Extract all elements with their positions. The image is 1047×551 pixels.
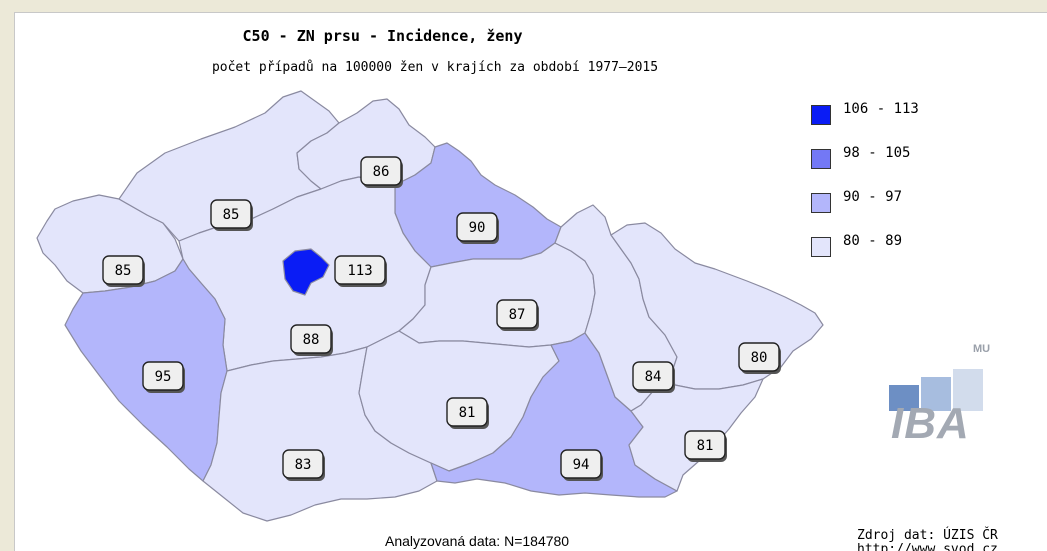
region-value-badge: 85: [102, 255, 145, 287]
logo-mu-text: MU: [973, 343, 991, 355]
region-jihocesky[interactable]: [202, 346, 438, 522]
choropleth-map: 85 85 86 90 113 88 87 95 83 81 94 84 80 81: [36, 90, 824, 522]
region-value-badge: 80: [738, 342, 781, 374]
region-value-label: 90: [469, 220, 486, 236]
badge-box: [290, 324, 332, 354]
data-source: Zdroj dat: ÚZIS ČR http://www.svod.cz: [857, 529, 998, 551]
region-karlovarsky[interactable]: [36, 194, 184, 294]
source-url: http://www.svod.cz: [857, 542, 998, 551]
badge-box: [456, 212, 498, 242]
region-value-badge: 94: [560, 449, 603, 481]
badge-box: [360, 156, 402, 186]
badge-box: [684, 430, 726, 460]
region-value-badge: 85: [210, 199, 253, 231]
region-value-label: 86: [373, 164, 390, 180]
region-value-label: 84: [645, 369, 662, 385]
region-value-badge: 81: [446, 397, 489, 429]
region-value-badge: 90: [456, 212, 499, 244]
badge-box: [102, 255, 144, 285]
region-value-badge: 95: [142, 361, 185, 393]
region-value-badge: 88: [290, 324, 333, 356]
region-value-label: 80: [751, 350, 768, 366]
badge-box: [282, 449, 324, 479]
region-value-label: 85: [223, 207, 240, 223]
region-value-badge: 83: [282, 449, 325, 481]
region-praha[interactable]: [282, 248, 330, 296]
region-value-label: 83: [295, 457, 312, 473]
legend-label: 98 - 105: [843, 145, 911, 161]
map-title: C50 - ZN prsu - Incidence, ženy: [242, 27, 523, 45]
badge-box: [738, 342, 780, 372]
legend-swatch: [811, 237, 831, 257]
region-value-label: 113: [347, 263, 372, 279]
iba-logo: MU IBA: [883, 343, 1003, 453]
legend-label: 90 - 97: [843, 189, 903, 205]
analyzed-data-note: Analyzovaná data: N=184780: [385, 533, 570, 549]
legend-swatch: [811, 149, 831, 169]
legend-label: 106 - 113: [843, 101, 919, 117]
badge-box: [632, 361, 674, 391]
map-panel: C50 - ZN prsu - Incidence, ženy počet př…: [14, 12, 1047, 551]
region-value-label: 94: [573, 457, 590, 473]
badge-box: [334, 255, 386, 285]
badge-box: [560, 449, 602, 479]
region-value-label: 81: [459, 405, 476, 421]
badge-box: [142, 361, 184, 391]
region-value-label: 85: [115, 263, 132, 279]
region-value-label: 87: [509, 307, 526, 323]
legend-swatch: [811, 193, 831, 213]
source-line: Zdroj dat: ÚZIS ČR: [857, 528, 998, 543]
region-value-badge: 87: [496, 299, 539, 331]
legend-label: 80 - 89: [843, 233, 903, 249]
region-value-badge: 84: [632, 361, 675, 393]
badge-box: [446, 397, 488, 427]
badge-box: [496, 299, 538, 329]
region-value-label: 88: [303, 332, 320, 348]
region-value-label: 95: [155, 369, 172, 385]
region-value-badge: 81: [684, 430, 727, 462]
logo-bar: [889, 385, 919, 411]
logo-iba-text: IBA: [891, 399, 970, 448]
region-value-badge: 86: [360, 156, 403, 188]
legend-swatch: [811, 105, 831, 125]
logo-bar: [953, 369, 983, 411]
region-value-badge: 113: [334, 255, 387, 287]
map-subtitle: počet případů na 100000 žen v krajích za…: [211, 60, 659, 75]
region-value-label: 81: [697, 438, 714, 454]
logo-bar: [921, 377, 951, 411]
badge-box: [210, 199, 252, 229]
